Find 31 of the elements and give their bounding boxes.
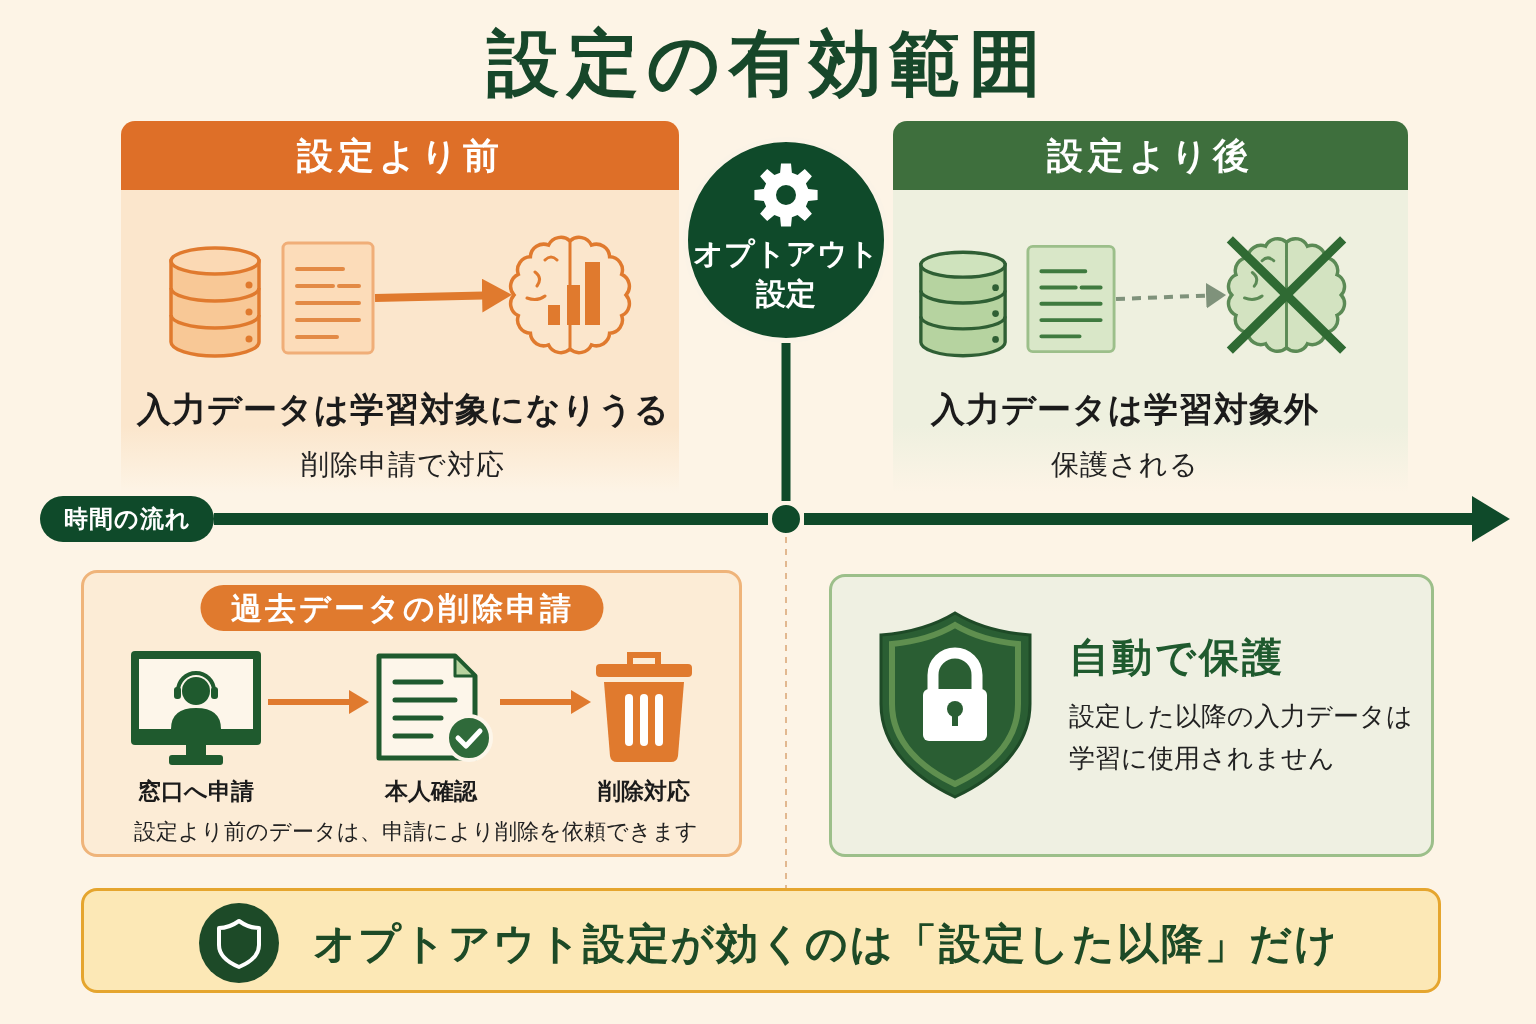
- title: 設定の有効範囲: [487, 20, 1049, 107]
- card-heading: 自動で保護: [1069, 633, 1285, 682]
- section-heading: 過去データの削除申請: [200, 585, 604, 631]
- step-label: 本人確認: [385, 777, 477, 806]
- timeline-line: [214, 513, 768, 525]
- database-icon: [918, 248, 1008, 360]
- document-icon: [281, 241, 375, 355]
- document-icon: [1026, 242, 1116, 356]
- banner-text: オプトアウト設定が効くのは「設定した以降」だけ: [313, 918, 1339, 970]
- info-card: [81, 570, 742, 857]
- arrow: [374, 280, 513, 311]
- milestone-label: オプトアウト設定: [693, 235, 879, 313]
- panel-header: 設定より前: [121, 121, 679, 190]
- note-text: 設定より前のデータは、申請により削除を依頼できます: [134, 818, 698, 846]
- card-text: 設定した以降の入力データは学習に使用されません: [1069, 700, 1414, 775]
- timeline-label: 時間の流れ: [40, 496, 214, 542]
- step-label: 削除対応: [598, 777, 690, 806]
- connector-line: [781, 343, 791, 501]
- info-card: [829, 574, 1434, 857]
- arrow: [268, 692, 369, 712]
- step-label: 窓口へ申請: [138, 777, 254, 806]
- database-icon: [168, 245, 262, 359]
- summary-banner: [81, 888, 1441, 993]
- panel-header: 設定より後: [893, 121, 1408, 190]
- headline: 入力データは学習対象になりうる: [136, 388, 670, 431]
- headline: 入力データは学習対象外: [931, 388, 1319, 431]
- subtext: 削除申請で対応: [301, 447, 505, 483]
- dashed-arrow: [1115, 285, 1227, 306]
- dashed-line: [785, 536, 787, 889]
- subtext: 保護される: [1051, 447, 1199, 483]
- arrow: [500, 692, 591, 712]
